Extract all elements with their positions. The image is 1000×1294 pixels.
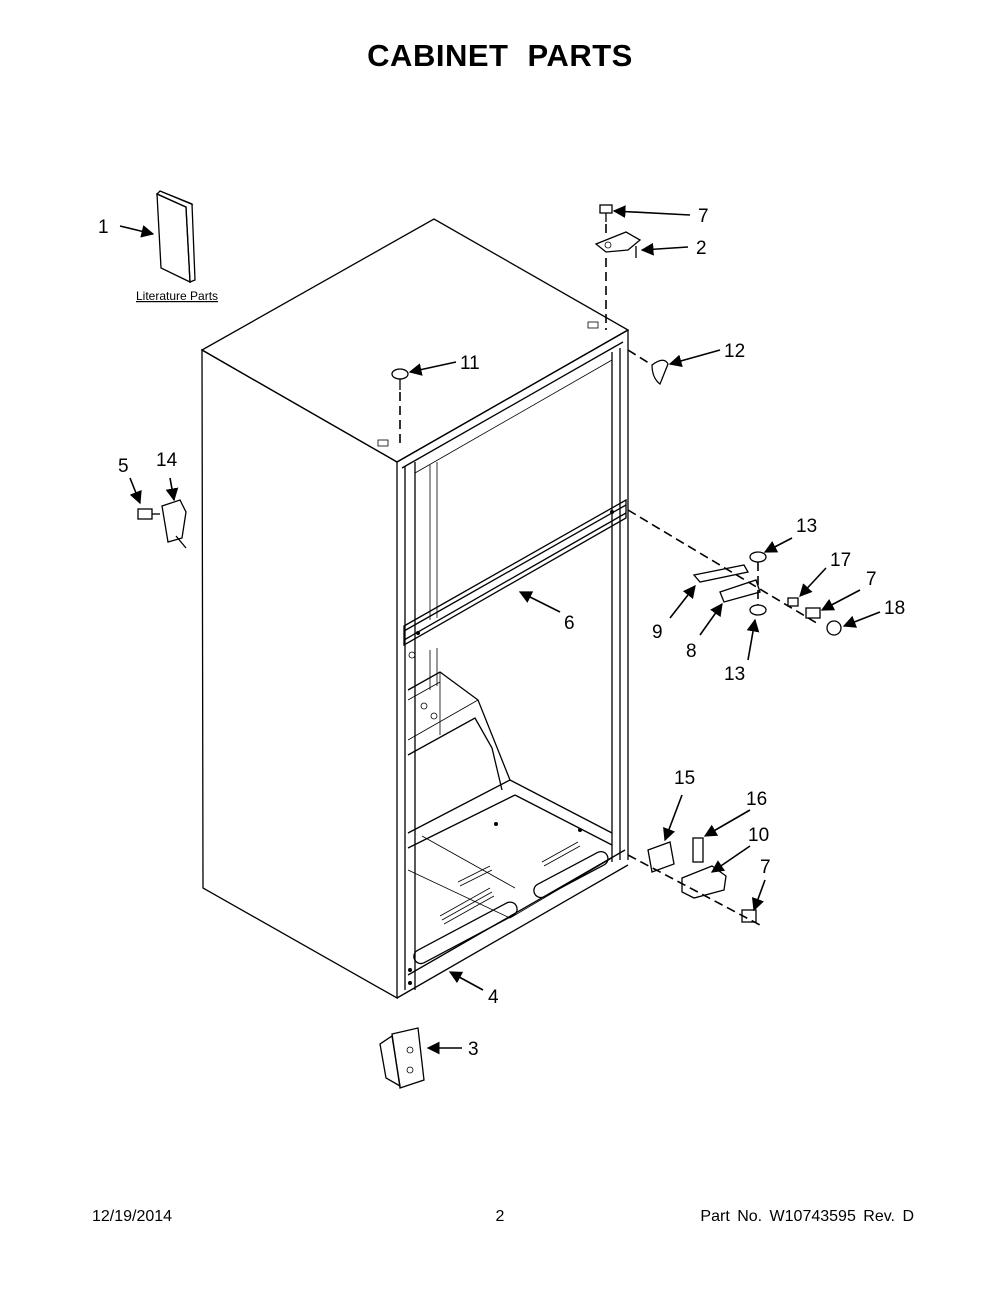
callout-14: 14 [156, 450, 178, 471]
callout-10: 10 [748, 825, 769, 846]
vent-hatching [439, 841, 581, 925]
hinge-cover [651, 359, 669, 386]
cabinet-shell [200, 218, 630, 1000]
callout-6: 6 [564, 613, 575, 634]
callout-18: 18 [884, 598, 905, 619]
callout-16: 16 [746, 789, 767, 810]
hinge-screw-top [599, 204, 613, 222]
callout-7: 7 [698, 206, 709, 227]
top-plug [391, 368, 409, 390]
callout-1: 1 [98, 217, 109, 238]
side-bracket [137, 499, 187, 549]
callout-2: 2 [696, 238, 707, 259]
callout-17: 17 [830, 550, 851, 571]
bottom-hinge-assembly [647, 837, 757, 923]
literature-parts-label: Literature Parts [136, 289, 218, 303]
callout-5: 5 [118, 456, 129, 477]
callout-13: 13 [796, 516, 817, 537]
callout-13: 13 [724, 664, 745, 685]
callout-7: 7 [866, 569, 877, 590]
literature-booklet [155, 190, 196, 284]
footer-date: 12/19/2014 [92, 1208, 173, 1225]
lower-hinge-bracket [379, 1027, 425, 1089]
callout-7: 7 [760, 857, 771, 878]
callout-11: 11 [460, 353, 480, 374]
footer-part-number: Part No. W10743595 Rev. D [700, 1208, 914, 1225]
footer-page-number: 2 [495, 1208, 505, 1225]
top-hinge [594, 231, 642, 258]
callout-8: 8 [686, 641, 697, 662]
callout-4: 4 [488, 987, 499, 1008]
callout-3: 3 [468, 1039, 479, 1060]
callout-12: 12 [724, 341, 745, 362]
callout-labels: 1 7 2 11 12 5 14 6 13 17 7 18 9 8 13 15 … [98, 206, 905, 1060]
page-title: CABINET PARTS [367, 38, 633, 73]
callout-15: 15 [674, 768, 695, 789]
leader-arrows [119, 205, 881, 1055]
callout-9: 9 [652, 622, 663, 643]
center-hinge-assembly [692, 551, 842, 636]
